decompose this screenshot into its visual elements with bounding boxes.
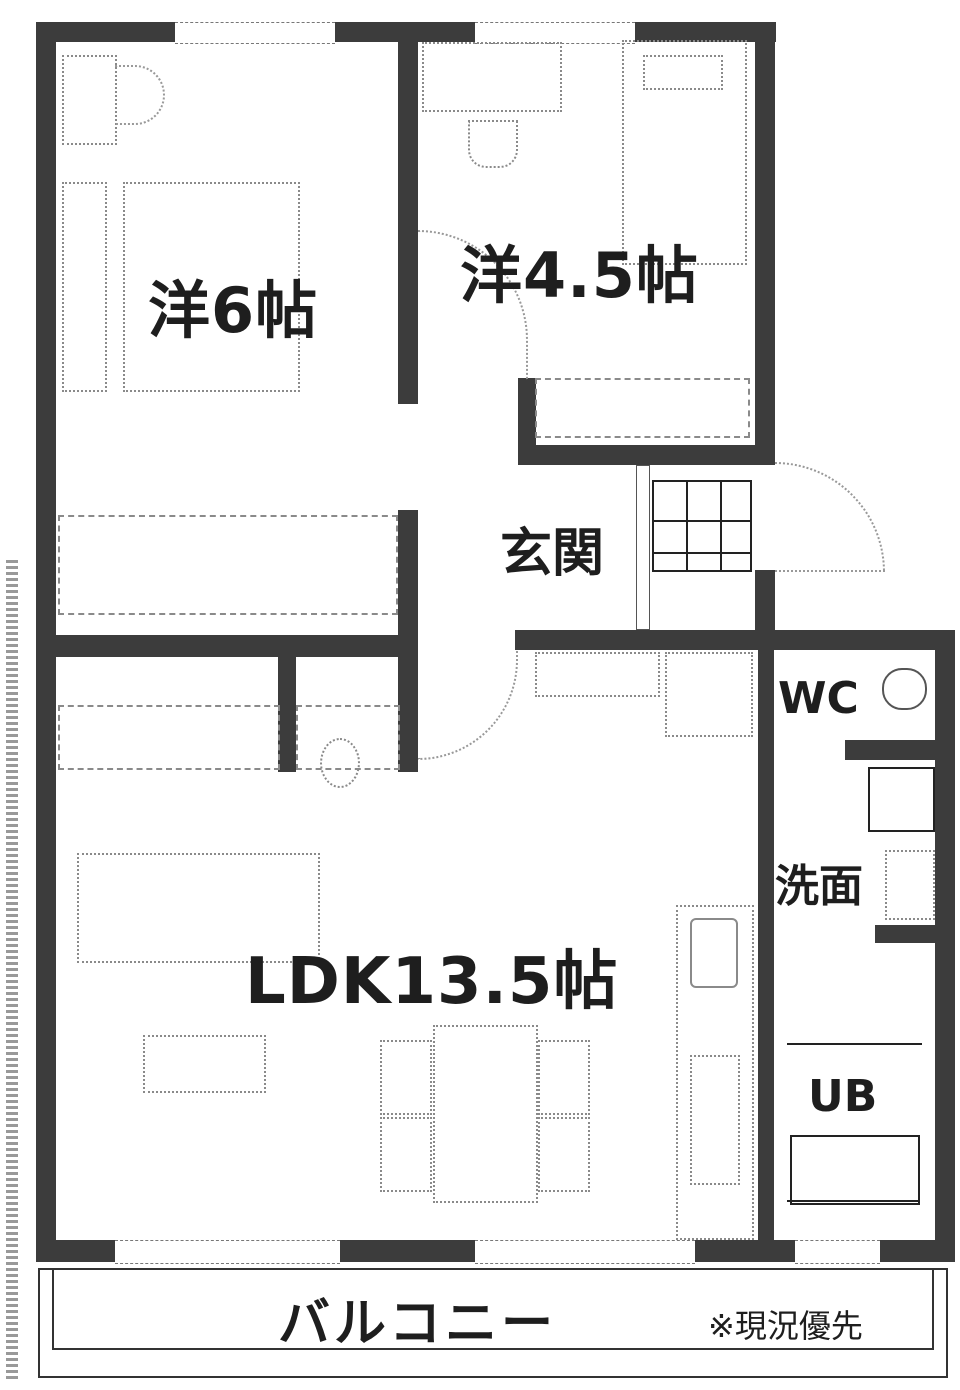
wall-room6-bottom xyxy=(36,635,418,657)
fridge xyxy=(665,652,753,737)
room-label-balcony: バルコニー xyxy=(278,1294,557,1354)
door-swing-ldk xyxy=(418,650,518,760)
balcony-inner-outline xyxy=(52,1268,934,1350)
wall-room45-bottom xyxy=(518,445,775,465)
lamp xyxy=(320,738,360,788)
wall-wet-left xyxy=(758,650,774,1260)
counter xyxy=(535,652,660,697)
as-is-note: ※現況優先 xyxy=(708,1307,863,1345)
room-label-entrance: 玄関 xyxy=(500,524,605,584)
dining-table xyxy=(433,1025,538,1203)
closet-room6 xyxy=(58,515,398,615)
desk-room45 xyxy=(422,42,562,112)
window-top-room45 xyxy=(475,22,635,44)
wall-entrance-right xyxy=(755,570,775,635)
washbasin-unit xyxy=(868,767,935,832)
wall-closet-divider xyxy=(278,655,296,772)
chair-2 xyxy=(380,1117,432,1192)
tile-line xyxy=(720,480,722,572)
door-swing xyxy=(115,65,165,125)
chair-3 xyxy=(538,1040,590,1115)
room-label-western-6: 洋6帖 xyxy=(148,274,319,347)
bookshelf xyxy=(62,182,107,392)
tile-line xyxy=(686,480,688,572)
entrance-tile-grid xyxy=(652,480,752,572)
tile-line xyxy=(652,520,752,522)
chair-room45 xyxy=(468,120,518,168)
front-door-swing xyxy=(775,462,885,572)
room-label-washroom: 洗面 xyxy=(775,861,863,912)
window-top-room6 xyxy=(175,22,335,44)
wall-right-lower xyxy=(935,630,955,1260)
coffee-table xyxy=(143,1035,266,1093)
stove xyxy=(690,1055,740,1185)
window-bottom-center xyxy=(475,1240,695,1264)
bed-room6 xyxy=(123,182,300,392)
wall-center-upper xyxy=(398,22,418,404)
wall-wc-bottom xyxy=(845,740,945,760)
bathtub-inner xyxy=(787,1130,920,1202)
wall-right-upper xyxy=(755,22,775,462)
balcony-outline xyxy=(38,1268,948,1378)
bed-room45 xyxy=(622,40,747,265)
closet-ldk-left xyxy=(58,705,280,770)
room-label-ldk: LDK13.5帖 xyxy=(245,945,619,1019)
room-label-wc: WC xyxy=(778,673,859,724)
washing-machine xyxy=(885,850,935,920)
bathtub xyxy=(787,1043,922,1233)
desk xyxy=(62,55,117,145)
kitchen-counter xyxy=(676,905,754,1240)
wall-wash-bottom xyxy=(875,925,945,943)
window-bottom-right xyxy=(795,1240,880,1264)
chair-1 xyxy=(380,1040,432,1115)
toilet-fixture xyxy=(882,668,927,710)
chair-4 xyxy=(538,1117,590,1192)
scan-edge xyxy=(6,560,18,1380)
closet-room45 xyxy=(535,378,750,438)
sofa xyxy=(77,853,320,963)
room-label-unit-bath: UB xyxy=(808,1071,878,1122)
sink xyxy=(690,918,738,988)
bathtub-basin xyxy=(790,1135,920,1205)
window-bottom-left xyxy=(115,1240,340,1264)
wall-entrance-bottom xyxy=(515,630,955,650)
pillow xyxy=(643,55,723,90)
shoe-box xyxy=(636,465,650,630)
tile-line xyxy=(652,552,752,554)
wall-room45-left-stub xyxy=(518,378,536,465)
room-label-western-4-5: 洋4.5帖 xyxy=(460,239,699,312)
